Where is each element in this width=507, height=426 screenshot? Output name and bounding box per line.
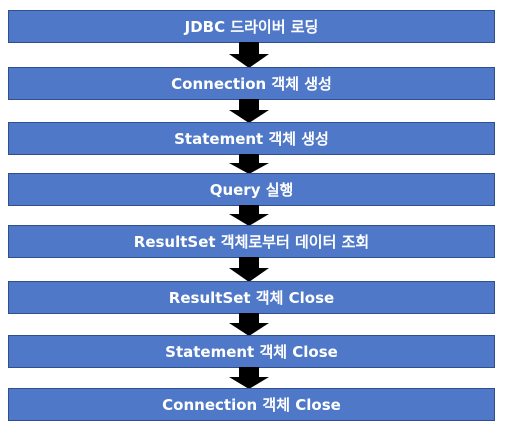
step-close-connection: Connection 객체 Close bbox=[8, 388, 495, 421]
step-jdbc-driver-loading: JDBC 드라이버 로딩 bbox=[8, 10, 495, 43]
step-create-statement: Statement 객체 생성 bbox=[8, 122, 495, 155]
down-arrow-icon bbox=[229, 367, 269, 389]
step-create-connection: Connection 객체 생성 bbox=[8, 67, 495, 100]
down-arrow-icon bbox=[229, 154, 269, 174]
down-arrow-icon bbox=[229, 205, 269, 226]
step-read-resultset: ResultSet 객체로부터 데이터 조회 bbox=[8, 225, 495, 258]
down-arrow-icon bbox=[229, 42, 269, 68]
step-close-statement: Statement 객체 Close bbox=[8, 335, 495, 368]
down-arrow-icon bbox=[229, 257, 269, 282]
down-arrow-icon bbox=[229, 313, 269, 336]
down-arrow-icon bbox=[229, 99, 269, 123]
step-close-resultset: ResultSet 객체 Close bbox=[8, 281, 495, 314]
step-execute-query: Query 실행 bbox=[8, 173, 495, 206]
